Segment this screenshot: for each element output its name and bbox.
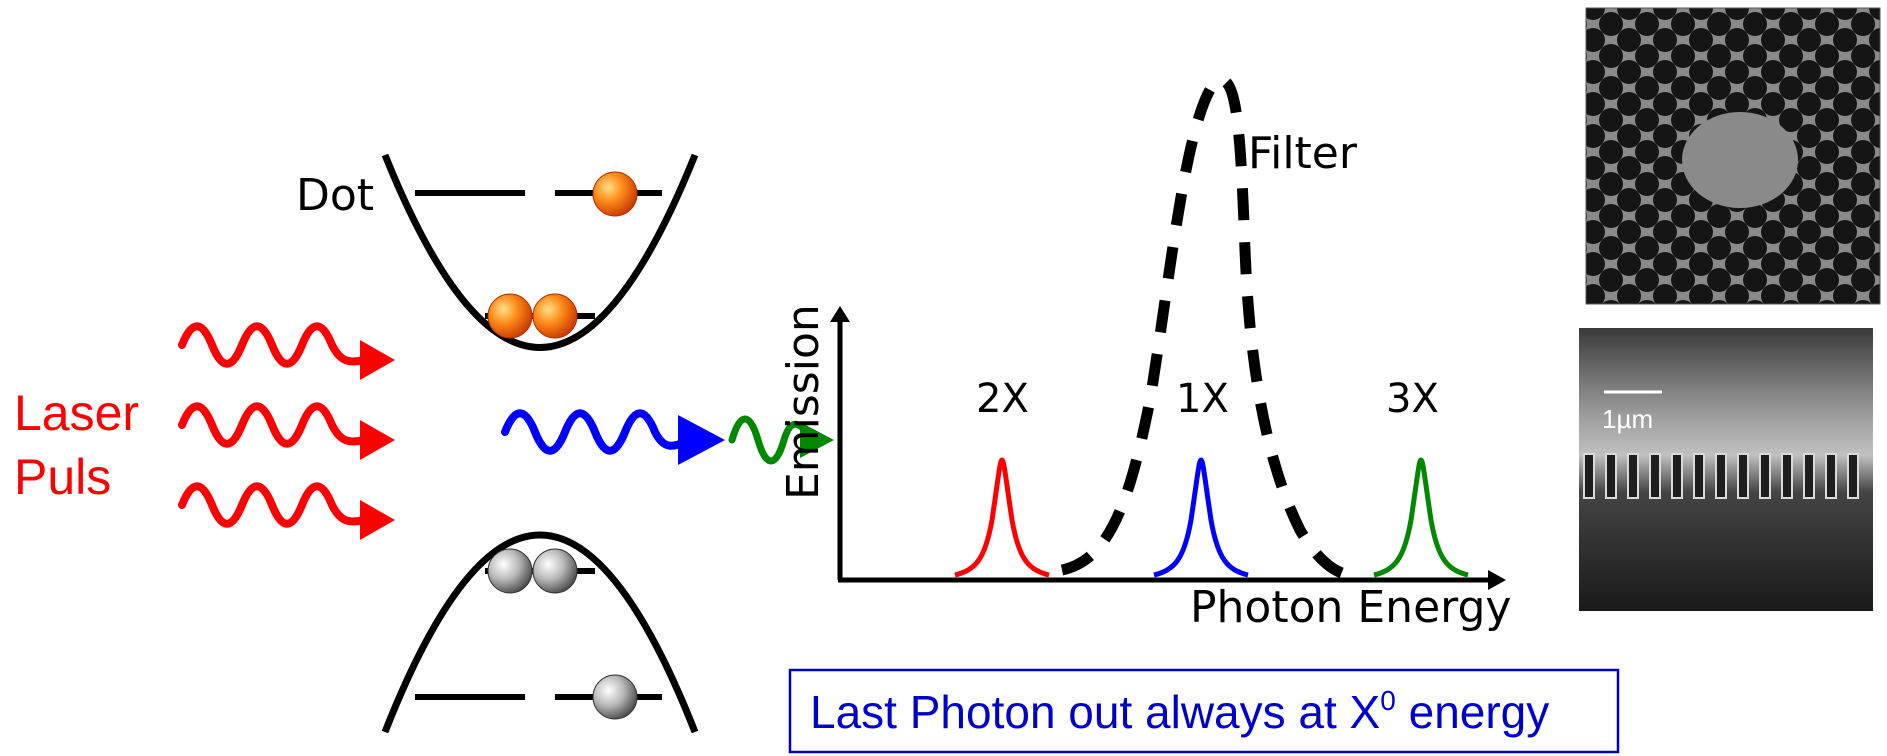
peak-1x-label: 1X: [1176, 376, 1229, 422]
emission-wave-green: [728, 415, 834, 465]
peak-2x-label: 2X: [976, 376, 1029, 422]
banner-superscript: 0: [1380, 685, 1396, 716]
banner-text: Last Photon out always at X0 energy: [810, 685, 1549, 738]
emission-wave-blue: [501, 409, 725, 465]
laser-wave-3: [178, 482, 395, 540]
electron-upper: [592, 171, 638, 217]
conduction-band-curve: [381, 153, 699, 351]
dot-label: Dot: [296, 170, 374, 221]
x-axis-arrowhead: [1488, 570, 1506, 590]
hole-lower: [592, 674, 638, 720]
peak-2x-line: [954, 457, 1050, 578]
banner-text-main: Last Photon out always at X: [810, 686, 1380, 738]
banner-box: [788, 668, 1620, 754]
laser-wave-2: [178, 402, 395, 460]
banner-text-after: energy: [1396, 686, 1549, 738]
y-axis-label: Emission: [778, 304, 829, 500]
hole-pair-left: [487, 548, 533, 594]
peak-3x-label: 3X: [1386, 376, 1439, 422]
x-axis-label: Photon Energy: [1190, 582, 1511, 633]
chart-axes: [837, 320, 1490, 583]
peak-3x-line: [1373, 457, 1469, 578]
laser-label-line1: Laser: [14, 385, 139, 441]
peak-1x-line: [1153, 457, 1249, 578]
filter-curve: [1060, 74, 1353, 581]
filter-label: Filter: [1248, 128, 1358, 179]
valence-band-curve: [381, 531, 699, 734]
sem-photonic-crystal-image: [1585, 7, 1881, 305]
sem-cross-section-image: 1µm: [1579, 328, 1873, 611]
scale-bar-label: 1µm: [1602, 404, 1653, 434]
electron-pair-left: [487, 293, 533, 339]
y-axis-arrowhead: [830, 306, 850, 322]
laser-wave-1: [178, 322, 395, 380]
electron-pair-right: [532, 293, 578, 339]
laser-label-line2: Puls: [14, 449, 111, 505]
hole-pair-right: [532, 548, 578, 594]
